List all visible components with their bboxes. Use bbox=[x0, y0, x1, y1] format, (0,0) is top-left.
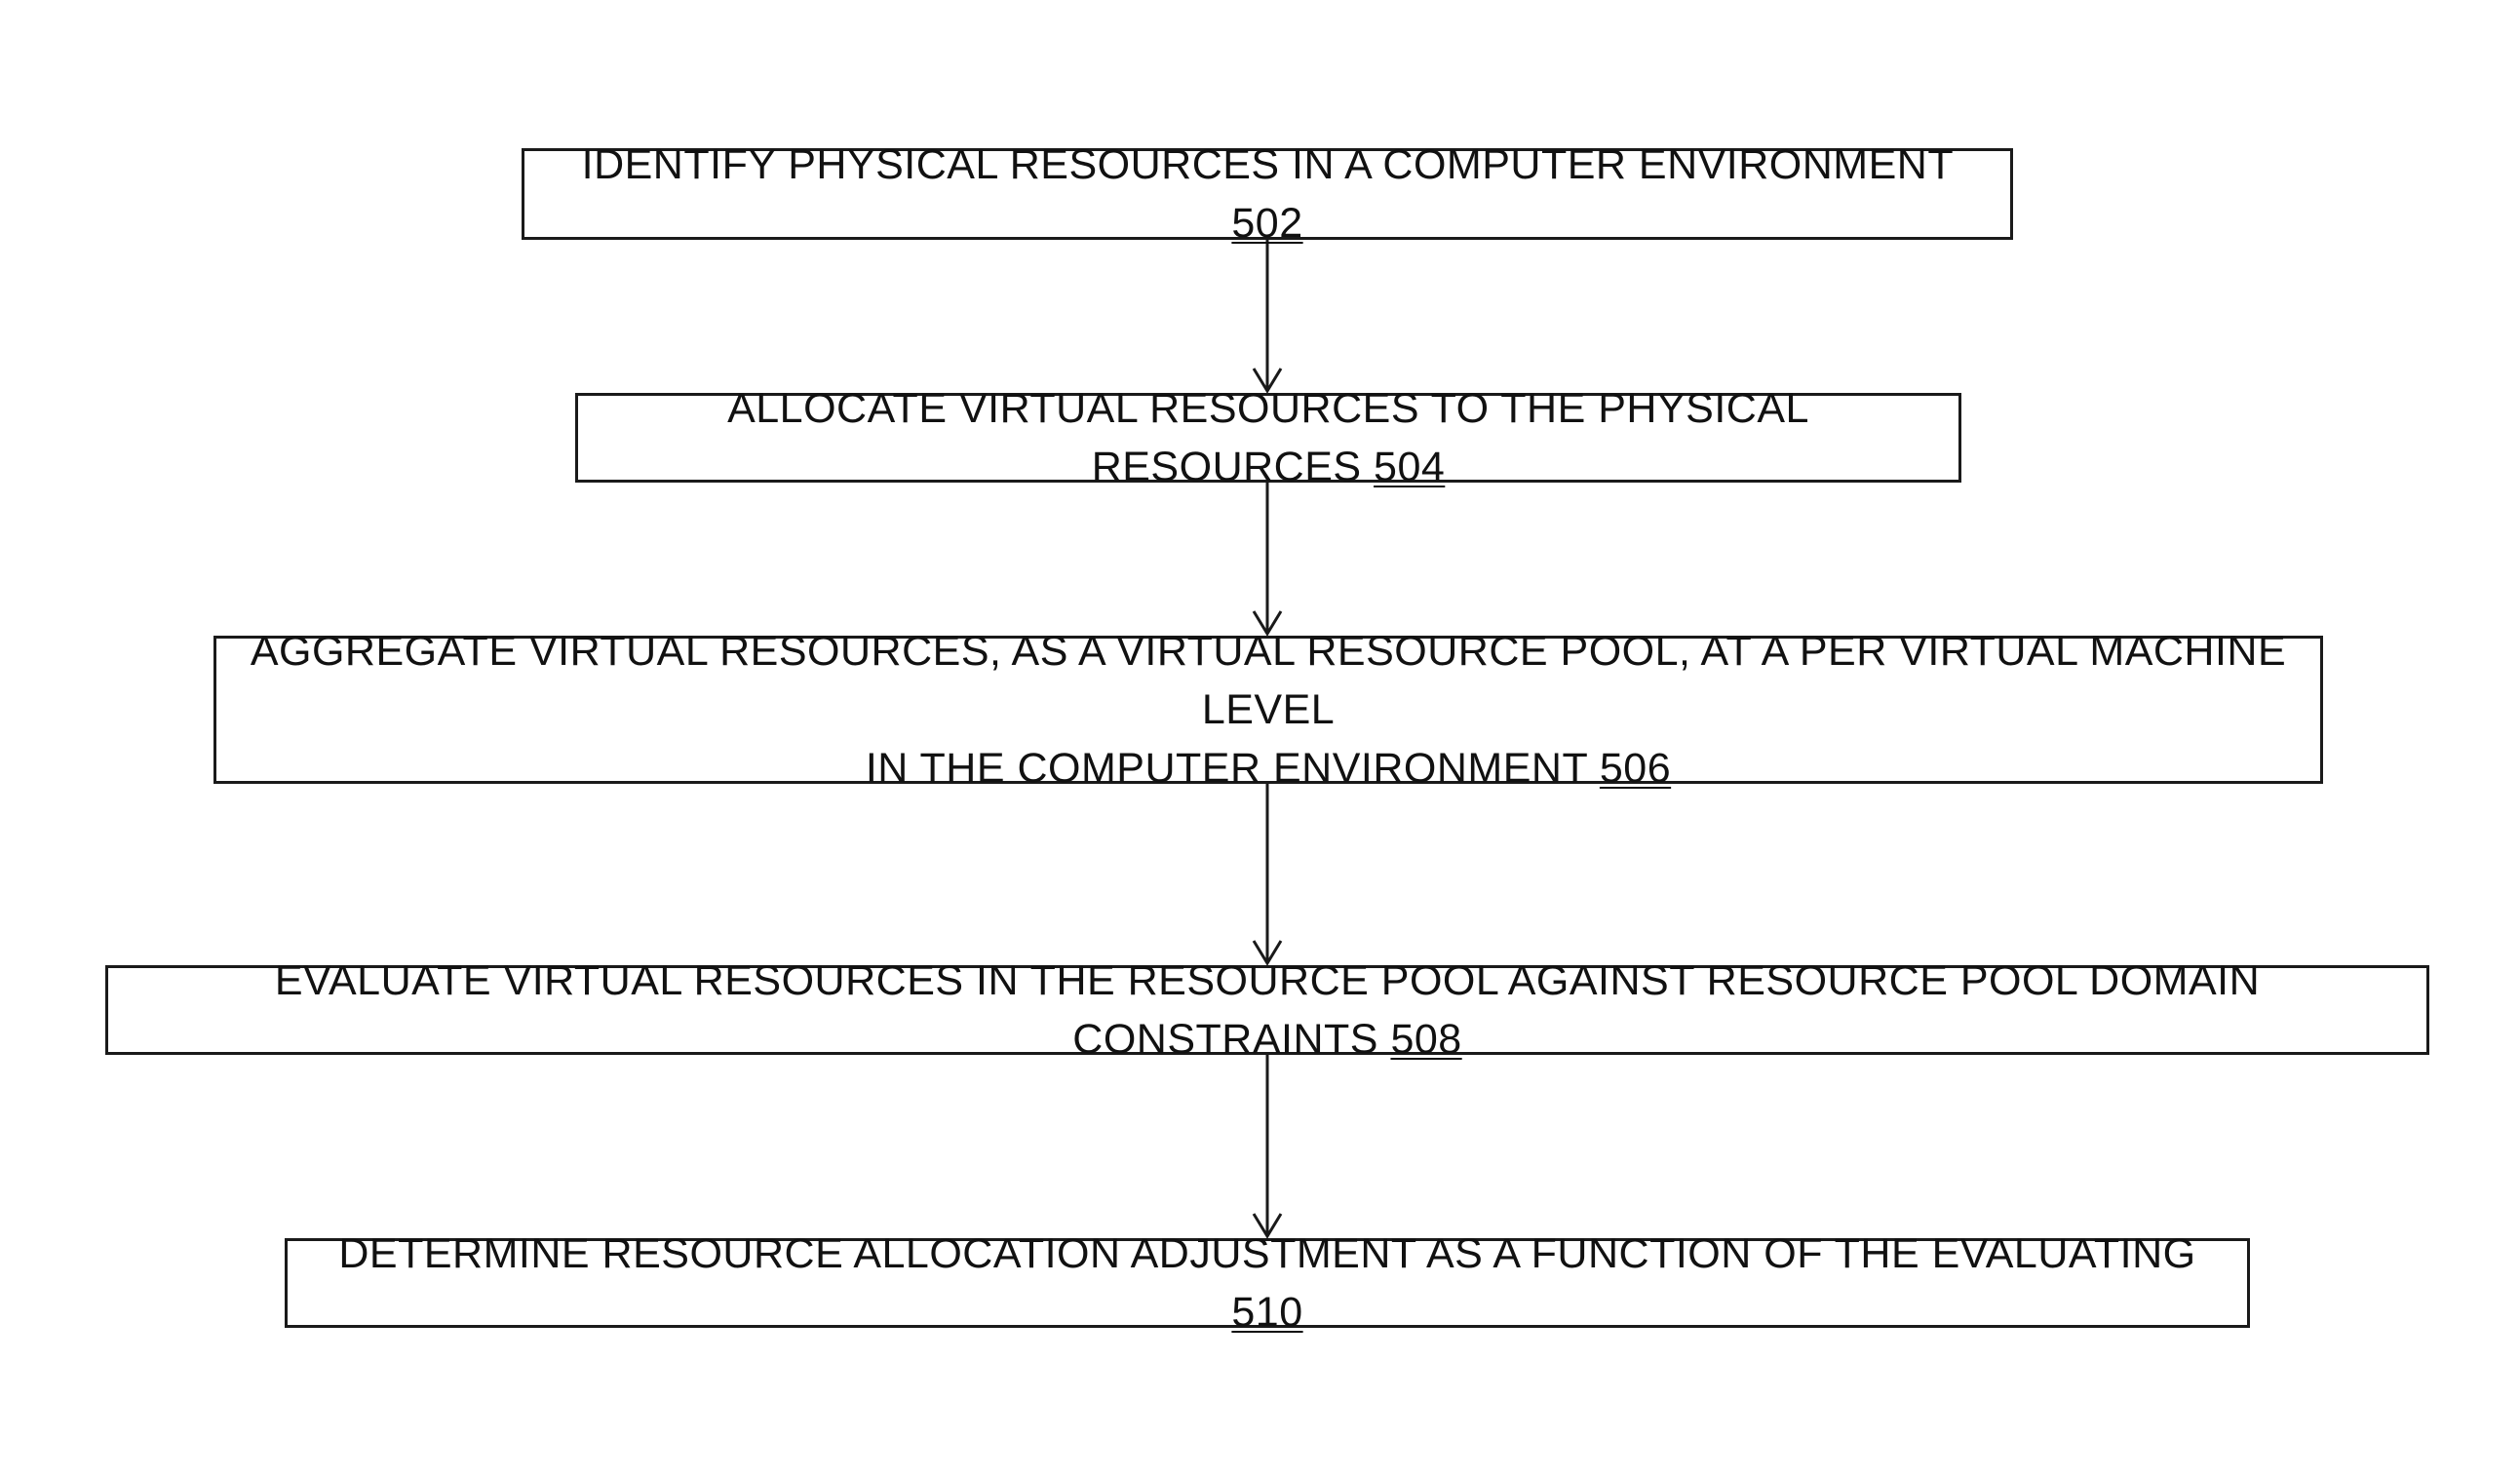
step-box-502: IDENTIFY PHYSICAL RESOURCES IN A COMPUTE… bbox=[522, 148, 2013, 240]
step-box-508: EVALUATE VIRTUAL RESOURCES IN THE RESOUR… bbox=[105, 965, 2429, 1055]
step-box-506: AGGREGATE VIRTUAL RESOURCES, AS A VIRTUA… bbox=[213, 636, 2323, 784]
step-label-508: EVALUATE VIRTUAL RESOURCES IN THE RESOUR… bbox=[128, 952, 2407, 1069]
step-label-506: AGGREGATE VIRTUAL RESOURCES, AS A VIRTUA… bbox=[246, 622, 2291, 797]
step-reference-number: 502 bbox=[1231, 200, 1302, 247]
step-label-510: DETERMINE RESOURCE ALLOCATION ADJUSTMENT… bbox=[307, 1225, 2228, 1342]
step-text: ALLOCATE VIRTUAL RESOURCES TO THE PHYSIC… bbox=[727, 385, 1809, 490]
arrow-504-to-506 bbox=[1254, 483, 1281, 634]
step-reference-number: 508 bbox=[1390, 1016, 1461, 1063]
step-label-504: ALLOCATE VIRTUAL RESOURCES TO THE PHYSIC… bbox=[598, 379, 1939, 496]
step-text: IDENTIFY PHYSICAL RESOURCES IN A COMPUTE… bbox=[582, 141, 1954, 188]
step-box-504: ALLOCATE VIRTUAL RESOURCES TO THE PHYSIC… bbox=[575, 393, 1961, 483]
step-reference-number: 506 bbox=[1600, 745, 1671, 792]
step-box-510: DETERMINE RESOURCE ALLOCATION ADJUSTMENT… bbox=[285, 1238, 2250, 1328]
step-text-line-1: AGGREGATE VIRTUAL RESOURCES, AS A VIRTUA… bbox=[251, 628, 2286, 733]
step-text-line-2: IN THE COMPUTER ENVIRONMENT bbox=[866, 745, 1588, 792]
arrow-508-to-510 bbox=[1254, 1055, 1281, 1236]
arrow-506-to-508 bbox=[1254, 784, 1281, 963]
arrow-502-to-504 bbox=[1254, 240, 1281, 391]
step-reference-number: 510 bbox=[1231, 1289, 1302, 1336]
step-reference-number: 504 bbox=[1374, 444, 1445, 490]
step-label-502: IDENTIFY PHYSICAL RESOURCES IN A COMPUTE… bbox=[544, 136, 1991, 253]
step-text: DETERMINE RESOURCE ALLOCATION ADJUSTMENT… bbox=[338, 1230, 2195, 1277]
step-text: EVALUATE VIRTUAL RESOURCES IN THE RESOUR… bbox=[275, 957, 2260, 1063]
